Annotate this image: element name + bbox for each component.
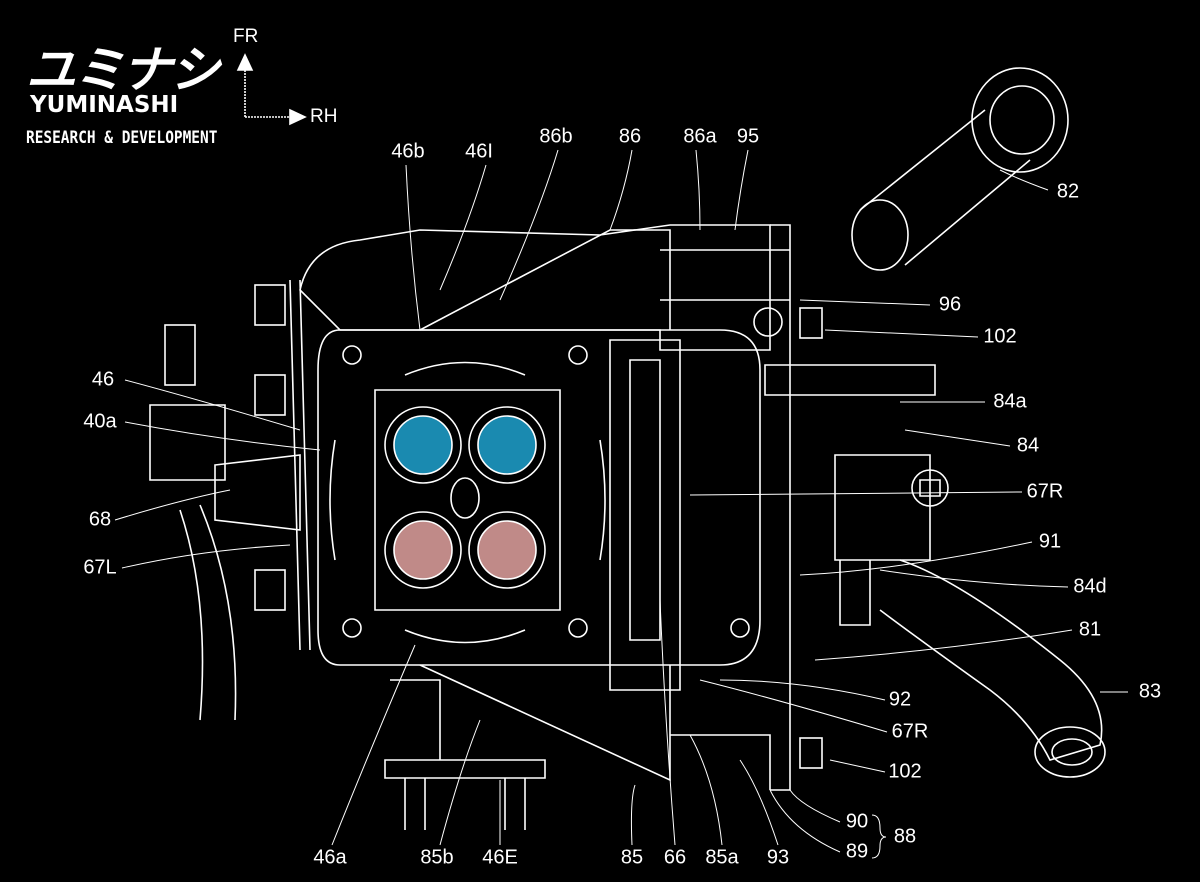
- direction-arrows: [236, 53, 307, 126]
- part-label: 84: [1016, 434, 1040, 457]
- pipe-82: [851, 67, 1069, 271]
- part-label: 46b: [391, 140, 425, 163]
- part-label: 68: [88, 508, 112, 531]
- part-label: 46: [91, 368, 115, 391]
- part-label: 102: [888, 760, 922, 783]
- part-label: 46I: [465, 140, 493, 163]
- part-label: 67L: [83, 556, 117, 579]
- bracket-84: [609, 307, 949, 769]
- part-label: 85b: [420, 846, 454, 869]
- part-label: 81: [1078, 618, 1102, 641]
- part-label: 95: [736, 125, 760, 148]
- part-label: 40a: [83, 410, 117, 433]
- part-label: 67R: [1026, 480, 1064, 503]
- part-label: 67R: [891, 720, 929, 743]
- arm-83: [879, 559, 1106, 778]
- part-label: 91: [1038, 530, 1062, 553]
- part-label: 92: [888, 688, 912, 711]
- bottom-parts: [384, 664, 771, 830]
- part-label: 82: [1056, 180, 1080, 203]
- part-label: 84d: [1073, 575, 1107, 598]
- housing-86: [299, 224, 791, 791]
- logo-japanese: ユミナシ: [26, 41, 220, 99]
- part-label: 66: [663, 846, 687, 869]
- part-label: 86: [618, 125, 642, 148]
- part-label: 85: [620, 846, 644, 869]
- part-label: 102: [983, 325, 1017, 348]
- logo-subtitle: RESEARCH & DEVELOPMENT: [26, 128, 218, 148]
- part-label: 85a: [705, 846, 739, 869]
- part-label: 96: [938, 293, 962, 316]
- logo-english: YUMINASHI: [30, 92, 179, 118]
- part-label: 84a: [993, 390, 1027, 413]
- part-label: 46E: [482, 846, 518, 869]
- direction-right: RH: [310, 106, 338, 127]
- part-label: 89: [845, 840, 869, 863]
- part-label: 90: [845, 810, 869, 833]
- part-label: 86a: [683, 125, 717, 148]
- valves: [384, 406, 546, 589]
- part-label: 88: [893, 825, 917, 848]
- part-label: 46a: [313, 846, 347, 869]
- leader-lines: [114, 149, 1128, 859]
- part-label: 83: [1138, 680, 1162, 703]
- left-fittings: [149, 279, 311, 721]
- part-label: 86b: [539, 125, 573, 148]
- direction-front: FR: [233, 26, 259, 47]
- part-label: 93: [766, 846, 790, 869]
- cylinder-head-plate: [317, 329, 761, 666]
